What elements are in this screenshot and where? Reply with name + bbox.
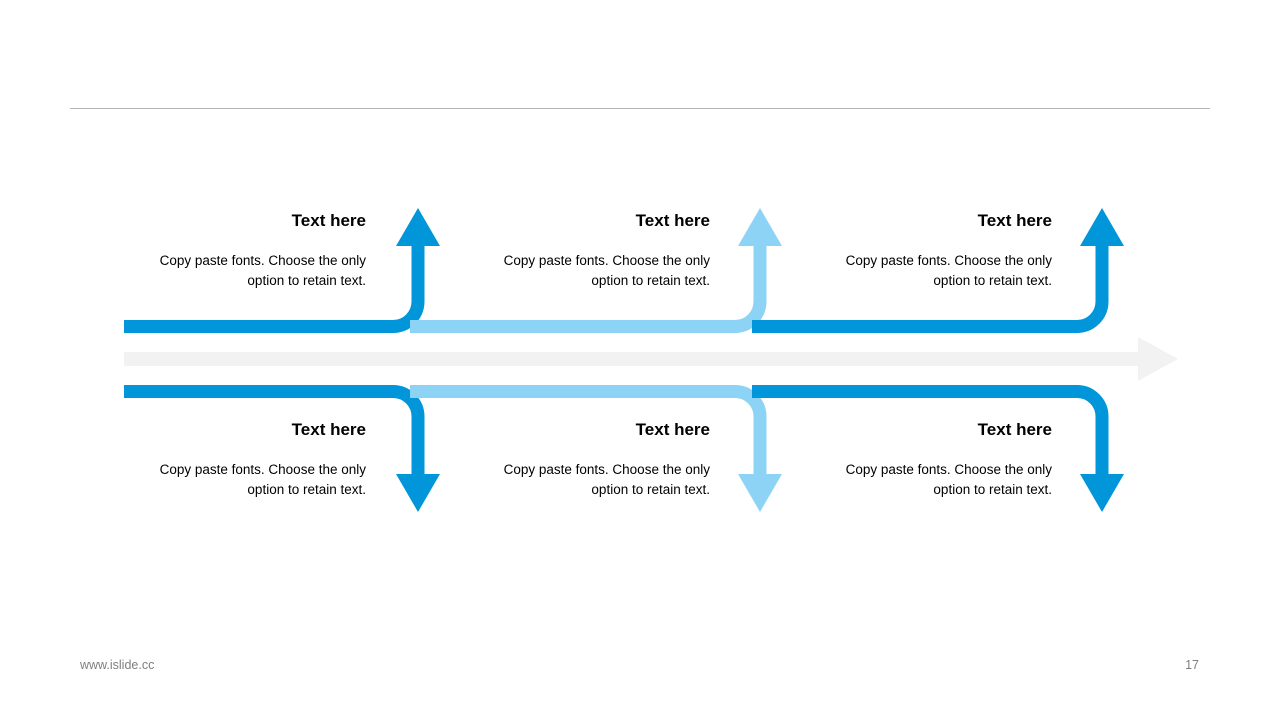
arrow-up-icon [396, 208, 440, 246]
block-description: Copy paste fonts. Choose the only option… [792, 251, 1052, 291]
bottom-branch-1 [124, 385, 440, 512]
top-branch-3 [752, 208, 1124, 333]
desc-line: Copy paste fonts. Choose the only [503, 462, 710, 477]
bottom-text-block-2: Text here Copy paste fonts. Choose the o… [450, 420, 710, 500]
desc-line: Copy paste fonts. Choose the only [503, 253, 710, 268]
desc-line: option to retain text. [933, 482, 1052, 497]
desc-line: option to retain text. [591, 273, 710, 288]
arrow-down-icon [396, 474, 440, 512]
arrow-down-icon [1080, 474, 1124, 512]
arrow-down-icon [738, 474, 782, 512]
top-branch-1 [124, 208, 440, 333]
block-description: Copy paste fonts. Choose the only option… [106, 251, 366, 291]
top-text-block-2: Text here Copy paste fonts. Choose the o… [450, 211, 710, 291]
footer-url: www.islide.cc [80, 658, 155, 672]
block-description: Copy paste fonts. Choose the only option… [792, 460, 1052, 500]
block-title: Text here [635, 420, 710, 439]
desc-line: option to retain text. [247, 273, 366, 288]
top-branch-2 [410, 208, 782, 333]
block-title: Text here [635, 211, 710, 230]
desc-line: Copy paste fonts. Choose the only [845, 253, 1052, 268]
block-title: Text here [291, 211, 366, 230]
block-description: Copy paste fonts. Choose the only option… [106, 460, 366, 500]
desc-line: Copy paste fonts. Choose the only [159, 462, 366, 477]
bottom-text-block-1: Text here Copy paste fonts. Choose the o… [106, 420, 366, 500]
block-description: Copy paste fonts. Choose the only option… [450, 460, 710, 500]
desc-line: Copy paste fonts. Choose the only [159, 253, 366, 268]
top-text-block-1: Text here Copy paste fonts. Choose the o… [106, 211, 366, 291]
arrow-up-icon [738, 208, 782, 246]
desc-line: option to retain text. [247, 482, 366, 497]
desc-line: Copy paste fonts. Choose the only [845, 462, 1052, 477]
bottom-text-block-3: Text here Copy paste fonts. Choose the o… [792, 420, 1052, 500]
desc-line: option to retain text. [591, 482, 710, 497]
top-divider [70, 108, 1210, 109]
block-title: Text here [291, 420, 366, 439]
desc-line: option to retain text. [933, 273, 1052, 288]
bottom-branch-2 [410, 385, 782, 512]
block-description: Copy paste fonts. Choose the only option… [450, 251, 710, 291]
page-number: 17 [1185, 658, 1199, 672]
bottom-branch-3 [752, 385, 1124, 512]
block-title: Text here [977, 420, 1052, 439]
block-title: Text here [977, 211, 1052, 230]
top-text-block-3: Text here Copy paste fonts. Choose the o… [792, 211, 1052, 291]
arrow-up-icon [1080, 208, 1124, 246]
center-timeline-arrow [124, 337, 1178, 381]
